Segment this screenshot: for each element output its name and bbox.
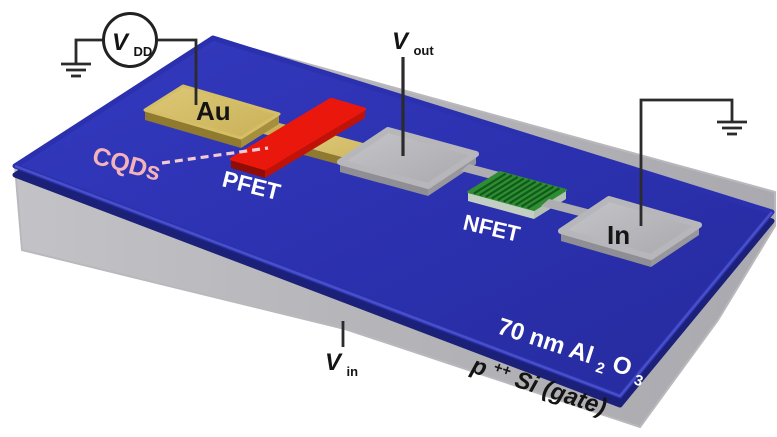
au-pad-right-face	[241, 114, 279, 148]
in-pad-top-face	[558, 196, 702, 260]
circuit-wires	[61, 38, 747, 347]
vin-label: V in	[325, 349, 358, 379]
al2o3-edge-highlight	[14, 164, 773, 398]
in-pad: In	[558, 196, 702, 267]
in-pad-label: In	[607, 220, 630, 250]
au-pad-front-face	[145, 110, 241, 148]
trace-nfet-to-in	[541, 199, 595, 218]
vdd-label: V DD	[112, 29, 152, 59]
vout-electrode	[337, 127, 479, 196]
nfet-front-face	[468, 192, 534, 219]
nfet-channel	[467, 171, 567, 219]
pfet-left-face	[231, 159, 265, 178]
pfet-channel	[229, 97, 367, 178]
vdd-to-au-wire	[157, 38, 198, 105]
cqds-dashed-arrow	[161, 146, 269, 165]
vdd-circle	[102, 12, 158, 68]
pfet-top-face	[229, 97, 367, 171]
au-pad-label: Au	[196, 96, 231, 126]
au-pad: Au	[143, 84, 281, 148]
in-to-ground-wire	[639, 98, 734, 226]
ground-symbol-left	[61, 62, 91, 78]
pfet-front-face	[265, 109, 365, 178]
ground-symbol-right	[717, 120, 747, 136]
au-pad-top-face	[143, 84, 281, 140]
vdd-left-wire	[74, 38, 104, 63]
vout-label: V out	[392, 28, 434, 58]
vdd-source-symbol: V DD	[102, 12, 158, 68]
vout-electrode-top-face	[337, 127, 479, 189]
nfet-grating-stripes	[473, 172, 560, 210]
